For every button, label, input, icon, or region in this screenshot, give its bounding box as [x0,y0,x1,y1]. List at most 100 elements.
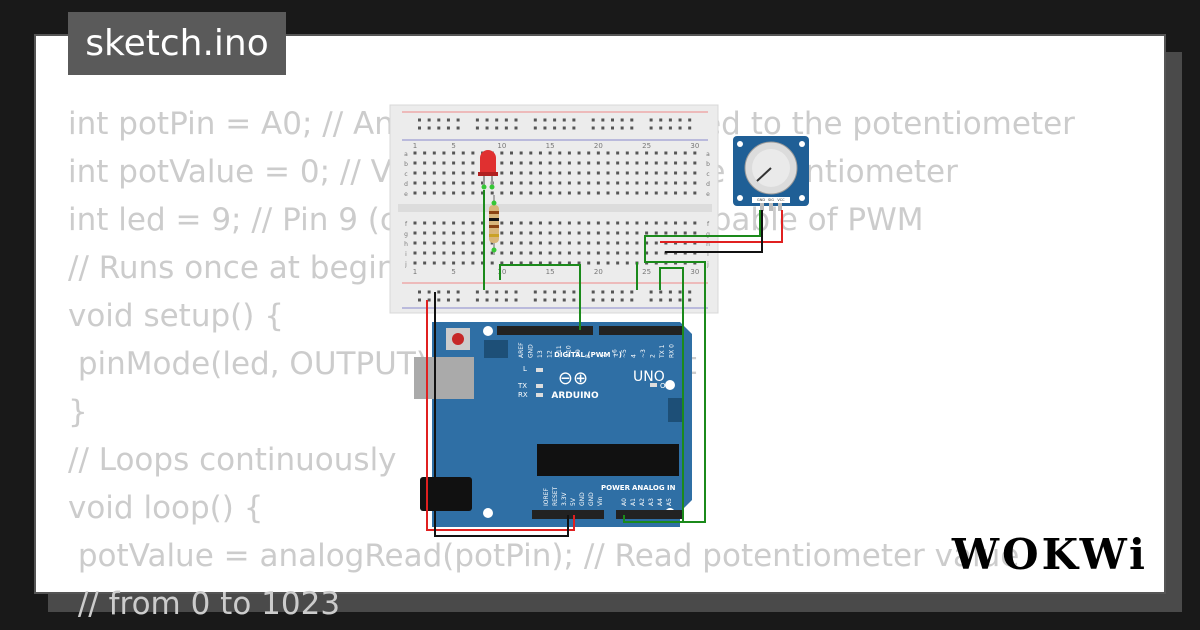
breadboard-row-letter: h [706,241,710,248]
breadboard-column-number: 5 [451,142,455,150]
breadboard-column-number: 15 [546,142,555,150]
arduino-pin-label: A4 [657,498,664,506]
arduino-pin-label: A0 [621,498,628,506]
analog-label: ANALOG IN [632,484,676,492]
wire-pot-gnd-black [665,210,763,253]
pot-pin-vcc: VCC [777,198,785,202]
led[interactable] [478,150,498,190]
breadboard-column-number: 25 [642,268,651,276]
arduino-pin-label: TX 1 [659,344,666,359]
breadboard-row-letter: a [404,151,408,158]
tx-label: TX [517,382,527,390]
breadboard-row-letter: e [404,191,408,198]
code-line: void setup() { [68,298,284,334]
arduino-pin-label: 13 [537,350,544,358]
arduino-pin-label: IOREF [543,488,550,506]
arduino-pin-label: ~3 [640,349,647,358]
code-line: // Runs once at beginning [68,250,465,286]
arduino-pin-label: 4 [631,354,638,358]
breadboard-column-number: 10 [497,268,506,276]
arduino-pin-label: 12 [547,350,554,358]
breadboard-row-letter: f [707,221,710,228]
arduino-pin-label: RESET [552,486,559,506]
breadboard-column-number: 10 [497,142,506,150]
wire-green-3 [659,267,684,521]
breadboard-row-letter: b [706,161,710,168]
arduino-pin-label: AREF [518,342,525,358]
code-line: } [68,394,88,430]
potentiometer[interactable]: GND SIG VCC [733,136,809,211]
wires [426,190,783,537]
breadboard-column-number: 30 [690,142,699,150]
arduino-pin-label: ~10 [566,345,573,358]
code-line: // from 0 to 1023 [68,586,341,622]
breadboard-row-letter: e [706,191,710,198]
breadboard-row-letter: j [706,261,709,268]
on-label: ON [660,382,671,390]
breadboard-row-letter: i [707,251,709,258]
pot-pin-sig: SIG [768,198,774,202]
arduino-model: UNO [633,369,665,385]
arduino-pin-label: ~9 [575,349,582,358]
l-label: L [523,365,527,373]
breadboard-row-letter: h [404,241,408,248]
arduino-pin-label: 2 [650,354,657,358]
breadboard-row-letter: g [404,231,408,238]
wire-vcc-red [426,300,575,531]
arduino-pin-label: ~5 [621,349,628,358]
arduino-pin-label: GND [579,492,586,506]
breadboard-row-letter: a [706,151,710,158]
breadboard-row-letter: c [404,171,407,178]
resistor[interactable] [489,195,499,255]
breadboard-column-number: 20 [594,268,603,276]
breadboard-row-letter: g [706,231,710,238]
breadboard-column-number: 30 [690,268,699,276]
arduino-pin-label: A5 [666,498,673,506]
arduino-pin-label: RX 0 [669,344,676,358]
arduino-pin-label: 7 [602,354,609,358]
breadboard-column-number: 20 [594,142,603,150]
breadboard-row-letter: j [404,261,407,268]
arduino-pin-label: ~6 [612,349,619,358]
arduino-uno[interactable]: DIGITAL (PWM ~) ⊖⊕ UNO ARDUINO ON L TX R… [414,322,692,527]
file-tab-title[interactable]: sketch.ino [68,12,286,75]
breadboard-row-letter: d [404,181,408,188]
rx-label: RX [518,391,528,399]
breadboard-row-letter: d [706,181,710,188]
wokwi-logo[interactable]: WOKWi [951,530,1148,579]
breadboard-column-number: 1 [413,268,417,276]
code-line: potValue = analogRead(potPin); // Read p… [68,538,1020,574]
arduino-pin-label: A3 [648,498,655,506]
pot-pin-gnd: GND [757,198,765,202]
breadboard-column-number: 5 [451,268,455,276]
arduino-pin-label: ~11 [556,345,563,358]
wire-a0-green [623,210,761,523]
arduino-pin-label: A2 [639,498,646,506]
arduino-logo-text: ARDUINO [551,391,599,401]
arduino-pin-label: GND [528,344,535,358]
breadboard-row-letter: c [706,171,709,178]
wire-pot-vcc-red [660,210,783,243]
breadboard-column-number: 15 [546,268,555,276]
breadboard-column-number: 25 [642,142,651,150]
breadboard-row-letter: f [405,221,408,228]
arduino-pin-label: Vin [597,496,604,506]
breadboard-holes [413,118,697,302]
code-line: void loop() { [68,490,264,526]
wire-pin9-green [499,264,581,330]
digital-label: DIGITAL (PWM ~) [554,351,622,359]
breadboard-row-letter: i [405,251,407,258]
code-line: // Loops continuously [68,442,397,478]
arduino-pin-label: 5V [570,497,577,506]
arduino-pin-label: 3.3V [561,491,568,506]
arduino-pin-label: GND [588,492,595,506]
breadboard-row-letter: b [404,161,408,168]
arduino-infinity-logo: ⊖⊕ [558,368,588,389]
breadboard-column-number: 1 [413,142,417,150]
